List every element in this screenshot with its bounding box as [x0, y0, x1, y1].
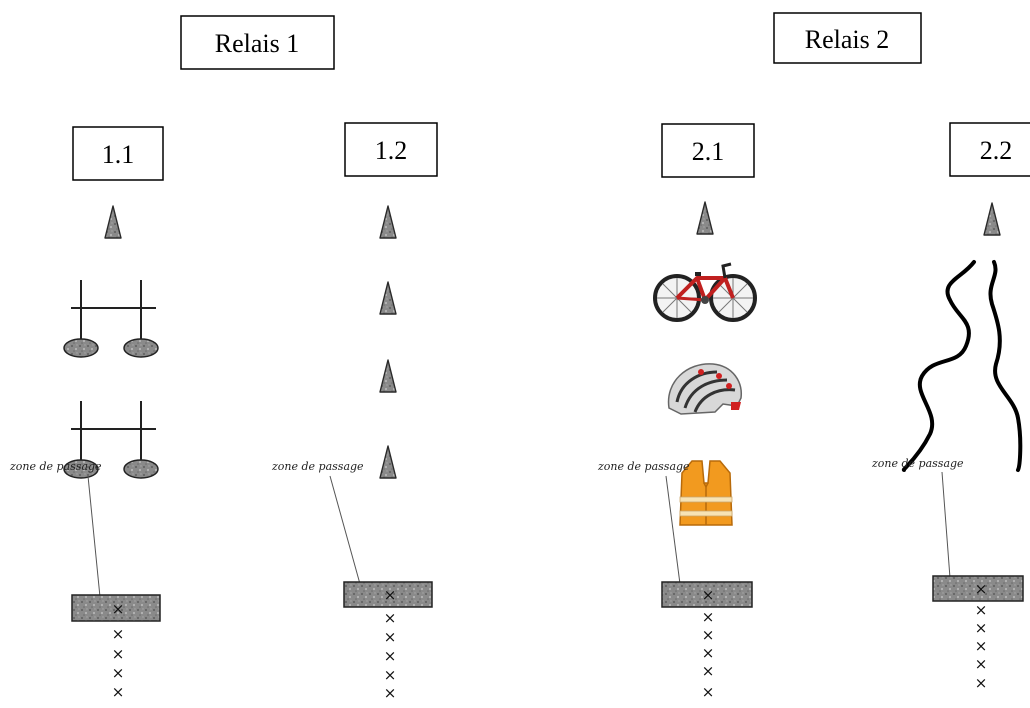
station-box-1-1: 1.1	[72, 126, 164, 181]
cross-marker: ×	[702, 586, 715, 604]
cross-marker: ×	[975, 637, 988, 655]
zone-label: zone de passage	[271, 460, 364, 473]
cone-icon	[983, 202, 1001, 236]
station-box-1-2: 1.2	[344, 122, 438, 177]
bicycle-icon	[653, 262, 757, 322]
station-label: 1.2	[375, 136, 408, 165]
cross-marker: ×	[975, 580, 988, 598]
cross-marker: ×	[384, 647, 397, 665]
helmet-icon	[667, 363, 742, 415]
cone-icon	[379, 359, 397, 393]
cross-marker: ×	[112, 645, 125, 663]
cross-marker: ×	[112, 625, 125, 643]
cross-marker: ×	[384, 628, 397, 646]
handoff-zone-2-2: zone de passage × × × × × ×	[871, 457, 1024, 692]
cross-marker: ×	[702, 608, 715, 626]
cone-icon	[379, 445, 397, 479]
relay-1-label: Relais 1	[215, 29, 300, 58]
station-label: 1.1	[102, 140, 135, 169]
cross-marker: ×	[975, 601, 988, 619]
zone-label: zone de passage	[871, 457, 964, 470]
relay-1-box: Relais 1	[180, 15, 335, 70]
cone-icon	[379, 281, 397, 315]
winding-path-icon	[901, 260, 1023, 472]
safety-vest-icon	[679, 460, 733, 526]
handoff-zone-1-2: zone de passage × × × × × ×	[271, 460, 433, 702]
cross-marker: ×	[702, 626, 715, 644]
cross-marker: ×	[384, 586, 397, 604]
cross-marker: ×	[702, 683, 715, 701]
handoff-zone-1-1: zone de passage × × × × ×	[9, 460, 161, 701]
zone-label: zone de passage	[9, 460, 102, 473]
cross-marker: ×	[975, 655, 988, 673]
cross-marker: ×	[975, 619, 988, 637]
relay-2-box: Relais 2	[773, 12, 922, 64]
handoff-zone-2-1: zone de passage × × × × × ×	[597, 460, 753, 701]
relay-2-label: Relais 2	[805, 25, 890, 54]
hurdle-icon	[63, 279, 159, 358]
cross-marker: ×	[702, 662, 715, 680]
station-label: 2.2	[980, 136, 1013, 165]
station-label: 2.1	[692, 137, 725, 166]
cross-marker: ×	[112, 600, 125, 618]
cross-marker: ×	[384, 609, 397, 627]
cone-icon	[379, 205, 397, 239]
cone-icon	[696, 201, 714, 235]
cross-marker: ×	[384, 666, 397, 684]
cone-icon	[104, 205, 122, 239]
cross-marker: ×	[112, 683, 125, 701]
station-box-2-2: 2.2	[949, 122, 1030, 177]
cross-marker: ×	[112, 664, 125, 682]
cross-marker: ×	[702, 644, 715, 662]
cross-marker: ×	[975, 674, 988, 692]
station-box-2-1: 2.1	[661, 123, 755, 178]
cross-marker: ×	[384, 684, 397, 702]
zone-label: zone de passage	[597, 460, 690, 473]
